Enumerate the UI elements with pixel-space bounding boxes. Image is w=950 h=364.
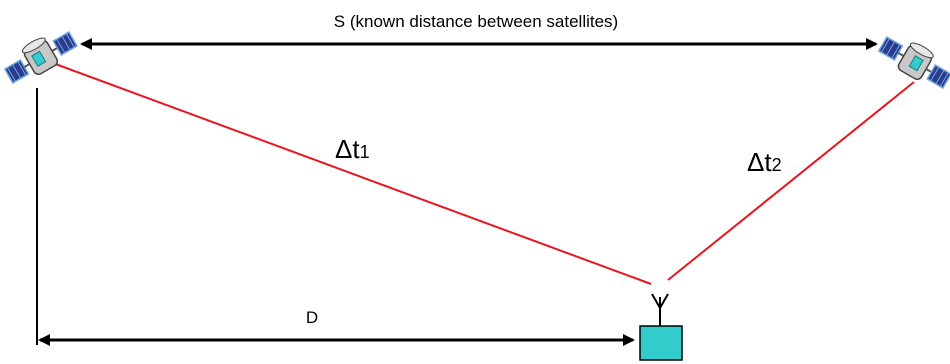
distance-d-label: D xyxy=(306,308,318,327)
antenna-receiver-icon xyxy=(640,294,682,360)
left-satellite-icon xyxy=(0,23,80,88)
delta-t1-symbol: Δt xyxy=(335,134,360,164)
signal-line-t1 xyxy=(50,62,651,284)
delta-t2-symbol: Δt xyxy=(747,147,772,177)
delta-t1-subscript: 1 xyxy=(360,142,370,162)
delta-t2-subscript: 2 xyxy=(772,155,782,175)
delta-t1-label: Δt1 xyxy=(335,134,370,164)
delta-t2-label: Δt2 xyxy=(747,147,782,177)
signal-line-t2 xyxy=(668,82,914,280)
baseline-s-label: S (known distance between satellites) xyxy=(334,12,618,31)
